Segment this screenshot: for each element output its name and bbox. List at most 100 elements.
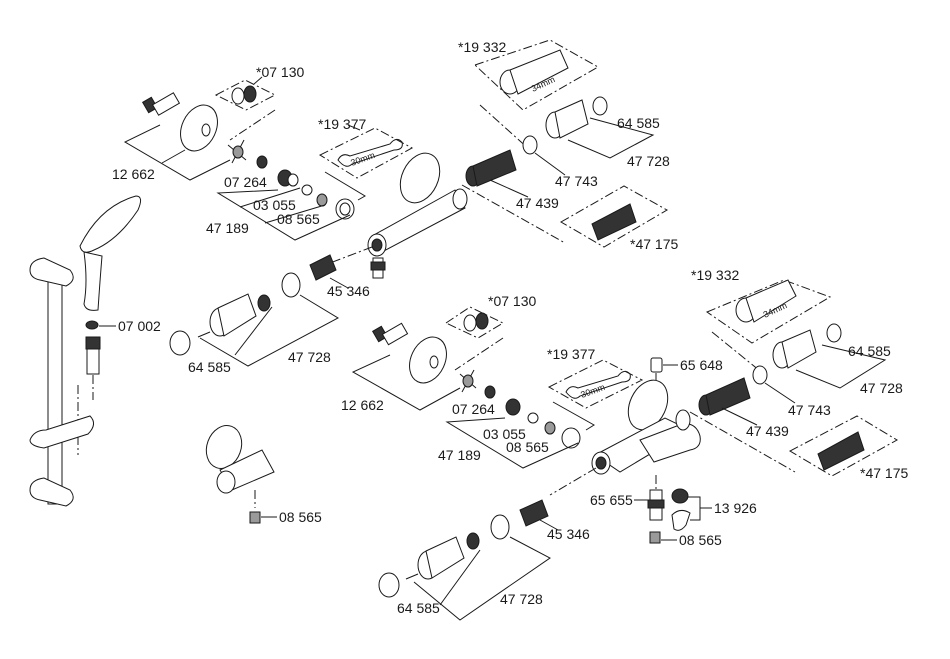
valve-end <box>453 189 467 209</box>
part-label-elbow-08565: 08 565 <box>279 509 322 525</box>
connector-body <box>382 323 407 344</box>
leader-line <box>765 383 795 403</box>
cap-kit-group: *07 130 <box>216 64 304 140</box>
flow-cartridge <box>310 255 336 280</box>
leader-line <box>535 153 565 175</box>
thermo-cartridge <box>706 378 750 415</box>
handle-adapter <box>282 273 300 297</box>
plug <box>651 358 662 372</box>
thermo-ring <box>753 366 767 384</box>
dash-line <box>230 110 275 140</box>
dash-line <box>690 412 795 472</box>
part-label-47743-lower: 47 743 <box>788 402 831 418</box>
check-valve <box>317 194 327 206</box>
s-union-thread <box>506 399 520 415</box>
thermo-cartridge <box>473 150 516 186</box>
oring <box>302 185 312 195</box>
filter-disc <box>233 146 243 158</box>
part-label-65655: 65 655 <box>590 492 633 508</box>
filter-washer <box>257 156 267 168</box>
valve-outlet-hole <box>372 239 382 251</box>
rosette-disc <box>402 331 453 389</box>
part-label-07264-lower: 07 264 <box>452 401 495 417</box>
cap-part-thread <box>476 313 488 329</box>
shower-rail <box>48 268 62 504</box>
part-label-13926: 13 926 <box>714 500 757 516</box>
hex-nut-hole <box>340 203 350 215</box>
part-label-left-64585: 64 585 <box>188 359 231 375</box>
valve-outlet-hole <box>596 457 606 469</box>
part-label-47175: *47 175 <box>630 236 678 252</box>
cap-part <box>232 88 244 104</box>
dash-line <box>480 105 530 150</box>
part-label-left-64585-lower: 64 585 <box>397 600 440 616</box>
part-label-47728-lower: 47 728 <box>860 380 903 396</box>
check-valve <box>545 422 555 434</box>
part-label-19332: *19 332 <box>458 39 506 55</box>
wrench-size-label: 30mm <box>349 150 376 168</box>
rosette-hole <box>430 356 438 368</box>
alt-cartridge <box>592 204 636 240</box>
valve-end <box>676 410 690 430</box>
left-handle-cap <box>379 573 399 597</box>
part-label-45346-lower: 45 346 <box>547 526 590 542</box>
hex-nut <box>562 428 580 448</box>
shower-set: 07 002 <box>30 196 161 506</box>
part-label-07130-lower: *07 130 <box>488 293 536 309</box>
elbow-outlet <box>217 471 235 493</box>
part-label-47439-lower: 47 439 <box>746 423 789 439</box>
part-label-19377-lower: *19 377 <box>547 346 595 362</box>
wrench-group: 30mm *19 377 <box>318 116 412 200</box>
cap-part-thread <box>244 86 256 102</box>
part-label-47189: 47 189 <box>206 220 249 236</box>
part-label-08565-lower: 08 565 <box>506 439 549 455</box>
wrench-size-label-lower: 30mm <box>579 382 606 400</box>
oring <box>528 413 538 423</box>
filter-washer <box>485 386 495 398</box>
left-handle-cap <box>170 331 190 355</box>
outlet-thread <box>371 262 385 270</box>
dash-line <box>455 338 503 370</box>
part-label-47189-lower: 47 189 <box>438 447 481 463</box>
filter-group: 07 264 <box>224 140 267 190</box>
bracket-line <box>162 150 185 163</box>
rosette-disc <box>173 99 224 157</box>
part-label-47728: 47 728 <box>627 153 670 169</box>
part-label-47439: 47 439 <box>516 195 559 211</box>
lower-assembly: *07 130 12 662 07 264 03 055 08 565 47 1… <box>341 267 908 620</box>
dash-line <box>550 468 596 495</box>
washer <box>86 321 98 329</box>
wrench-pointer <box>553 402 594 430</box>
left-handle-body <box>218 294 256 336</box>
screw <box>406 574 418 579</box>
filter-disc <box>463 375 473 387</box>
part-label-07130: *07 130 <box>256 64 304 80</box>
part-label-left-47728: 47 728 <box>288 349 331 365</box>
elbow-group: 08 565 <box>201 421 323 525</box>
rail-bottom-bracket <box>30 478 73 506</box>
upper-left-handle-group: 45 346 64 585 47 728 <box>170 247 372 375</box>
spout-check-valve <box>650 532 660 543</box>
part-label-19332-lower: *19 332 <box>691 267 739 283</box>
thermo-ring <box>523 136 537 154</box>
cap-part <box>464 315 476 331</box>
hand-shower-handle <box>84 252 102 310</box>
aerator <box>672 489 688 503</box>
dash-line <box>330 247 372 263</box>
part-label-45346: 45 346 <box>327 283 370 299</box>
handle-insert <box>258 295 270 311</box>
rosette-hole <box>202 124 210 136</box>
part-label-07264: 07 264 <box>224 174 267 190</box>
dash-line <box>462 185 565 243</box>
part-label-19377: *19 377 <box>318 116 366 132</box>
bracket-line <box>688 497 700 520</box>
hose-nut <box>86 337 100 349</box>
handle-adapter <box>491 515 509 539</box>
part-label-65648: 65 648 <box>680 357 723 373</box>
aerator-housing <box>672 510 690 530</box>
rail-top-bracket <box>30 258 73 286</box>
part-label-08565-spout: 08 565 <box>679 532 722 548</box>
handle-cap-disc <box>827 324 841 342</box>
part-label-left-47728-lower: 47 728 <box>500 591 543 607</box>
alt-cartridge <box>818 432 864 470</box>
